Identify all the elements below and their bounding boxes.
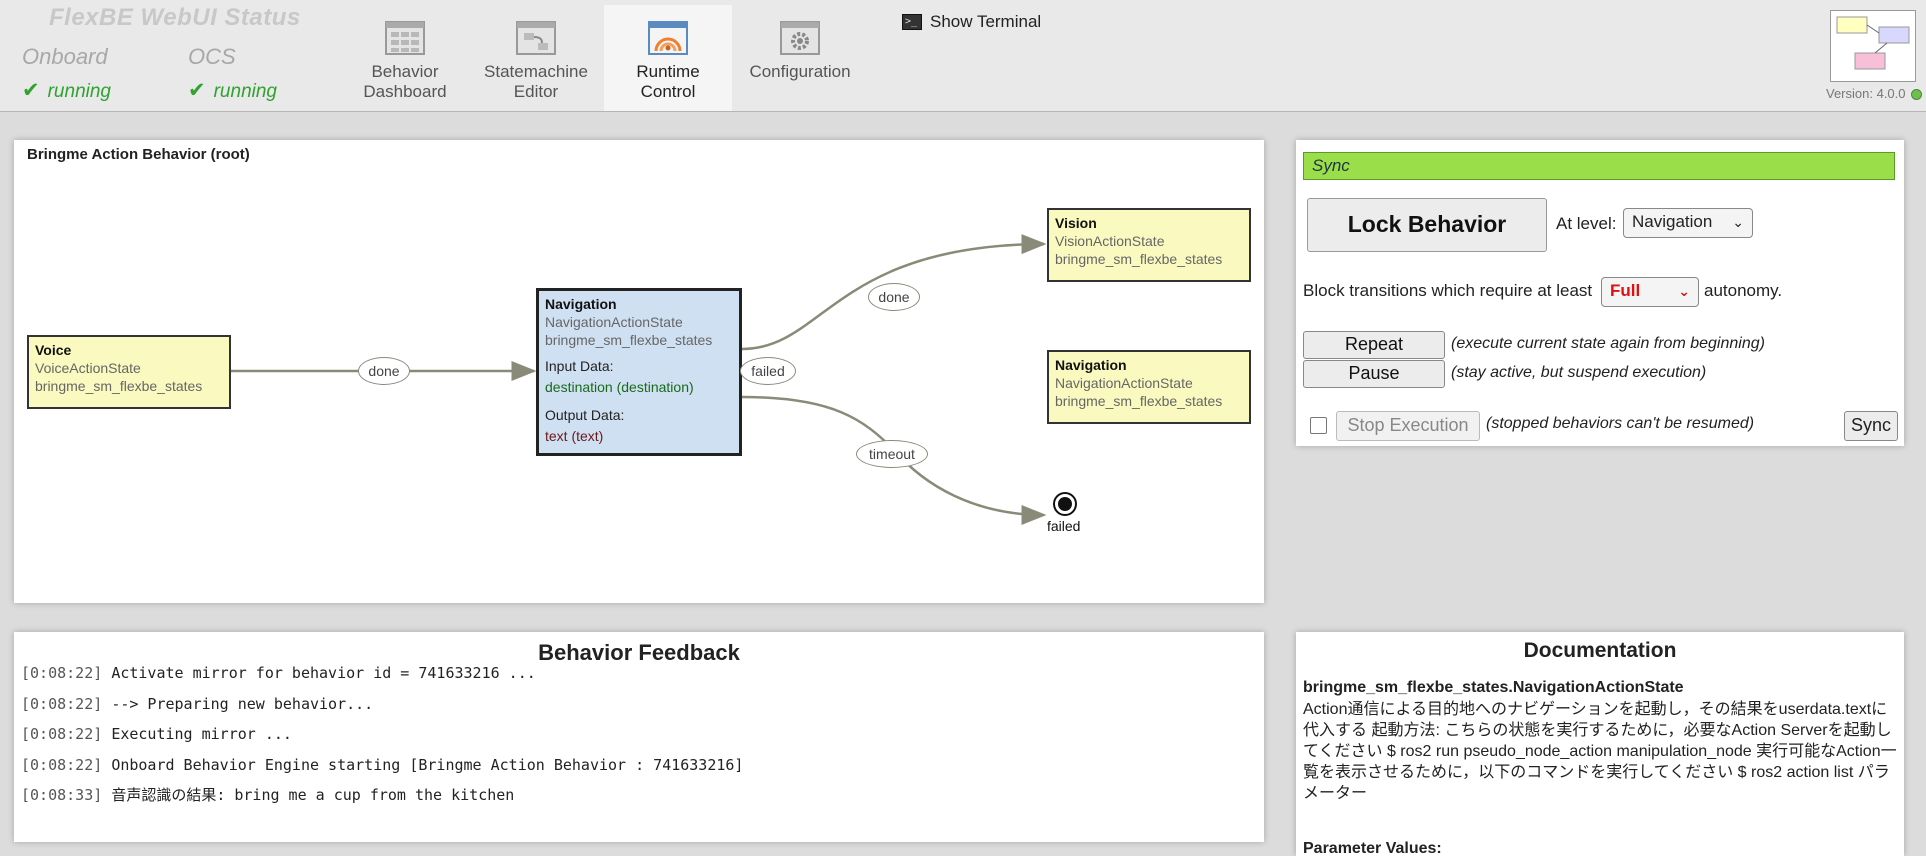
terminal-icon: >_ (902, 14, 922, 30)
at-level-label: At level: (1556, 214, 1617, 233)
edge-label-done: done (868, 283, 920, 311)
chevron-down-icon: ⌄ (1678, 283, 1690, 299)
edge-nav-done (741, 234, 1047, 351)
runtime-control-panel: Sync Lock Behavior At level: Navigation⌄… (1296, 140, 1904, 446)
behavior-feedback-panel: Behavior Feedback [0:08:22] Activate mir… (14, 632, 1264, 842)
statemachine-title: Bringme Action Behavior (root) (27, 146, 250, 163)
gear-icon (780, 21, 820, 55)
check-icon: ✔ (188, 79, 206, 102)
sync-status-bar: Sync (1303, 152, 1895, 180)
onboard-status: ✔running (22, 79, 111, 102)
state-navigation-active[interactable]: Navigation NavigationActionState bringme… (536, 288, 742, 456)
show-terminal-label: Show Terminal (930, 12, 1042, 31)
connection-status-icon (1910, 89, 1922, 101)
documentation-title: Documentation (1523, 639, 1677, 662)
autonomy-select[interactable]: Full⌄ (1601, 277, 1699, 307)
edge-label-done: done (358, 357, 410, 385)
app-title: FlexBE WebUI Status (49, 4, 301, 31)
lock-behavior-button[interactable]: Lock Behavior (1307, 198, 1547, 252)
minimap[interactable] (1830, 10, 1916, 82)
pause-button[interactable]: Pause (1303, 360, 1445, 388)
log-line: [0:08:22] Activate mirror for behavior i… (21, 664, 536, 682)
edge-label-failed: failed (740, 357, 796, 385)
ocs-status: ✔running (188, 79, 277, 102)
check-icon: ✔ (22, 79, 40, 102)
outcome-failed-label: failed (1047, 518, 1081, 534)
parameter-values-heading: Parameter Values: (1303, 840, 1442, 856)
state-navigation[interactable]: Navigation NavigationActionState bringme… (1047, 350, 1251, 424)
block-transitions-label: Block transitions which require at least (1303, 281, 1593, 300)
log-line: [0:08:22] Executing mirror ... (21, 725, 292, 743)
chevron-down-icon: ⌄ (1732, 214, 1744, 230)
feedback-log[interactable]: [0:08:22] Activate mirror for behavior i… (21, 664, 1264, 811)
statemachine-editor-icon (516, 21, 556, 55)
log-line: [0:08:22] Onboard Behavior Engine starti… (21, 755, 744, 774)
edge-label-timeout: timeout (856, 440, 928, 468)
dashboard-grid-icon (385, 21, 425, 55)
onboard-label: Onboard (22, 44, 108, 69)
documentation-text: Action通信による目的地へのナビゲーションを起動し，その結果をuserdat… (1303, 701, 1897, 802)
outcome-failed-icon[interactable] (1052, 491, 1078, 517)
repeat-button[interactable]: Repeat (1303, 331, 1445, 359)
sync-button[interactable]: Sync (1844, 411, 1898, 441)
stop-confirm-checkbox[interactable] (1310, 417, 1327, 434)
statemachine-panel: Bringme Action Behavior (root) Voice Voi… (14, 140, 1264, 603)
show-terminal-toggle[interactable]: >_ Show Terminal (902, 12, 1041, 32)
stop-description: (stopped behaviors can't be resumed) (1486, 415, 1755, 432)
pause-description: (stay active, but suspend execution) (1451, 364, 1707, 381)
repeat-description: (execute current state again from beginn… (1451, 335, 1765, 352)
state-vision[interactable]: Vision VisionActionState bringme_sm_flex… (1047, 208, 1251, 282)
header-bar: FlexBE WebUI Status Onboard ✔running OCS… (0, 0, 1926, 112)
documentation-class-name: bringme_sm_flexbe_states.NavigationActio… (1303, 679, 1684, 696)
stop-execution-button[interactable]: Stop Execution (1336, 411, 1480, 441)
level-select[interactable]: Navigation⌄ (1623, 208, 1753, 238)
documentation-panel: Documentation bringme_sm_flexbe_states.N… (1296, 632, 1904, 856)
feedback-title: Behavior Feedback (538, 640, 740, 665)
autonomy-suffix-label: autonomy. (1704, 281, 1783, 300)
log-line: [0:08:22] --> Preparing new behavior... (21, 694, 374, 713)
log-line: [0:08:33] 音声認識の結果: bring me a cup from t… (21, 786, 515, 804)
version-label: Version: 4.0.0 (1826, 86, 1922, 101)
tab-configuration[interactable]: Configuration (742, 5, 858, 111)
state-voice[interactable]: Voice VoiceActionState bringme_sm_flexbe… (27, 335, 231, 409)
minimap-graph (1836, 16, 1910, 70)
ocs-label: OCS (188, 44, 236, 69)
runtime-control-icon (648, 21, 688, 55)
